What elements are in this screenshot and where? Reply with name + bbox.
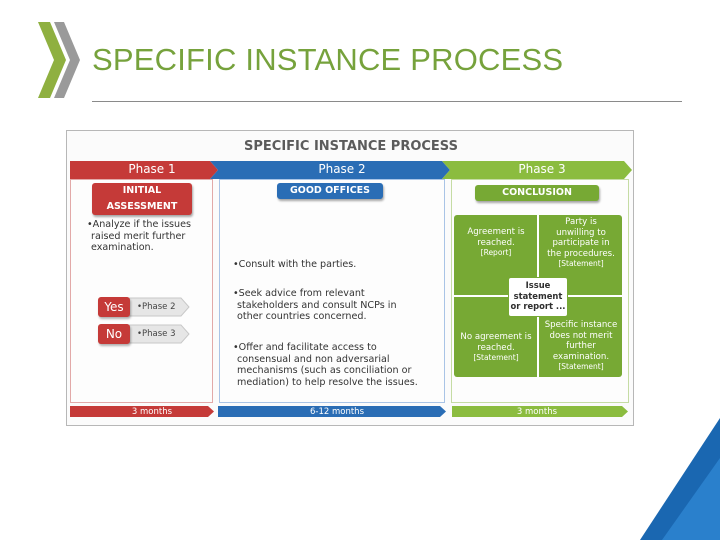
yes-button: Yes <box>98 297 130 317</box>
phase2-bullet-3: •Offer and facilitate access to consensu… <box>233 342 418 388</box>
yes-arrow-shape <box>129 297 190 317</box>
oecd-logo-icon <box>38 22 80 98</box>
phase2-arrow <box>210 161 450 179</box>
duration1-arrow <box>70 406 214 417</box>
duration2-arrow <box>218 406 446 417</box>
issue-statement-box <box>508 277 568 317</box>
slide-title: SPECIFIC INSTANCE PROCESS <box>92 42 564 77</box>
title-divider <box>92 101 682 102</box>
phase3-arrow <box>442 161 632 179</box>
initial-assessment-title: INITIAL ASSESSMENT <box>92 183 192 215</box>
phase1-bullet: •Analyze if the issues raised merit furt… <box>87 219 192 253</box>
yes-target: •Phase 2 <box>137 302 176 312</box>
phase2-bullet-2: •Seek advice from relevant stakeholders … <box>233 288 397 322</box>
phase1-label: Phase 1 <box>128 162 176 176</box>
duration-arrows <box>70 406 628 417</box>
no-button: No <box>98 324 130 344</box>
phase3-label: Phase 3 <box>518 162 566 176</box>
no-arrow-shape <box>129 324 190 344</box>
no-target: •Phase 3 <box>137 329 176 339</box>
phase-arrows <box>70 161 632 179</box>
corner-decoration-icon <box>640 418 720 540</box>
outcome-agreement: Agreement is reached. [Report] <box>467 227 525 257</box>
good-offices-title: GOOD OFFICES <box>277 183 383 199</box>
phase2-panel <box>219 179 445 403</box>
diagram-title: SPECIFIC INSTANCE PROCESS <box>244 139 458 154</box>
phase2-bullet-1: •Consult with the parties. <box>233 259 357 270</box>
phase3-duration: 3 months <box>516 407 558 417</box>
conclusion-title: CONCLUSION <box>475 185 599 201</box>
process-diagram: SPECIFIC INSTANCE PROCESS Phase 1 Phase … <box>66 130 634 426</box>
phase2-label: Phase 2 <box>318 162 366 176</box>
outcome-no-merit: Specific instance does not merit further… <box>544 320 618 371</box>
duration3-arrow <box>452 406 628 417</box>
phase1-arrow <box>70 161 218 179</box>
issue-statement-text: Issue statement or report ... <box>510 280 566 311</box>
outcome-party-unwilling: Party is unwilling to participate in the… <box>547 217 615 268</box>
phase1-panel <box>70 179 213 403</box>
phase2-duration: 6-12 months <box>309 407 364 417</box>
outcome-no-agreement: No agreement is reached. [Statement] <box>460 332 532 362</box>
phase1-duration: 3 months <box>131 407 173 417</box>
